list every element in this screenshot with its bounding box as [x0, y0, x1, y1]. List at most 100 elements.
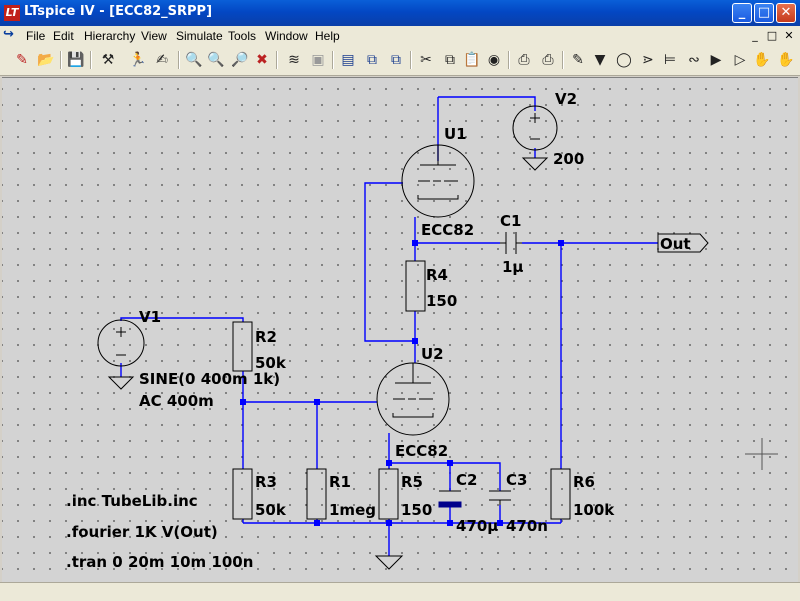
c3-name-label: C3 — [506, 471, 527, 489]
ground-icon[interactable]: ▼ — [594, 52, 606, 68]
wire-icon[interactable]: ✎ — [572, 52, 584, 68]
c2-value-label: 470μ — [456, 517, 498, 535]
toolbar-separator — [332, 51, 334, 69]
copy-icon[interactable]: ⧉ — [445, 52, 455, 68]
drag-icon[interactable]: ✋ — [777, 52, 795, 68]
schematic-canvas[interactable]: V2 200 U1 ECC82 C1 1μ Out R4 150 U2 ECC8… — [2, 77, 798, 582]
u2-value-label: ECC82 — [395, 442, 448, 460]
mdi-minimize-button[interactable]: _ — [752, 29, 758, 42]
r3-resistor-icon[interactable] — [232, 468, 253, 520]
ground-symbol-icon — [374, 555, 404, 570]
junctions — [240, 240, 564, 526]
out-net-label: Out — [660, 235, 691, 253]
c1-name-label: C1 — [500, 212, 521, 230]
toolbar-separator — [90, 51, 92, 69]
r6-value-label: 100k — [573, 501, 615, 519]
inductor-icon[interactable]: ∾ — [688, 52, 700, 68]
netlist-icon[interactable]: ▣ — [311, 52, 325, 68]
new-schematic-icon[interactable]: ✎ — [16, 52, 28, 68]
run-icon[interactable]: 🏃 — [129, 52, 147, 68]
schematic-drawing[interactable]: V2 200 U1 ECC82 C1 1μ Out R4 150 U2 ECC8… — [2, 78, 798, 582]
directive-fourier[interactable]: .fourier 1K V(Out) — [66, 523, 218, 541]
title-bar: LT LTspice IV - [ECC82_SRPP] _ □ ✕ — [0, 0, 800, 26]
cascade-icon[interactable]: ⧉ — [367, 52, 377, 68]
r4-name-label: R4 — [426, 266, 448, 284]
label-icon[interactable]: ◯ — [616, 52, 632, 68]
move-hand-icon[interactable]: ✋ — [753, 52, 771, 68]
menu-view[interactable]: View — [141, 29, 167, 43]
v1-source-icon[interactable] — [97, 319, 145, 390]
menu-window[interactable]: Window — [265, 29, 308, 43]
cut-icon[interactable]: ✂ — [420, 52, 432, 68]
mdi-restore-button[interactable]: □ — [766, 29, 778, 42]
out-net-label-flag[interactable] — [657, 233, 709, 253]
r3-value-label: 50k — [255, 501, 287, 519]
zoom-fit-icon[interactable]: ✖ — [256, 52, 268, 68]
menu-hierarchy[interactable]: Hierarchy — [84, 29, 136, 43]
directive-include[interactable]: .inc TubeLib.inc — [66, 492, 198, 510]
menu-tools[interactable]: Tools — [228, 29, 257, 43]
u2-triode-icon[interactable] — [376, 362, 450, 436]
menu-simulate[interactable]: Simulate — [176, 29, 223, 43]
status-bar — [0, 582, 800, 601]
menu-edit[interactable]: Edit — [53, 29, 74, 43]
toolbar-separator — [562, 51, 564, 69]
r1-resistor-icon[interactable] — [306, 468, 327, 520]
crosshair-cursor-icon — [745, 438, 778, 470]
toolbar-separator — [276, 51, 278, 69]
r3-name-label: R3 — [255, 473, 277, 491]
waveform-icon[interactable]: ≋ — [288, 52, 300, 68]
r2-resistor-icon[interactable] — [232, 321, 253, 372]
save-icon[interactable]: 💾 — [67, 52, 85, 68]
v2-name-label: V2 — [555, 90, 577, 108]
menu-help[interactable]: Help — [315, 29, 340, 43]
maximize-button[interactable]: □ — [754, 3, 774, 23]
v1-name-label: V1 — [139, 308, 161, 326]
v2-value-label: 200 — [553, 150, 584, 168]
ltspice-app-icon[interactable]: LT — [4, 5, 20, 21]
pan-icon[interactable]: 🔍 — [207, 52, 225, 68]
r5-resistor-icon[interactable] — [378, 468, 399, 520]
tile-vertical-icon[interactable]: ⧉ — [391, 52, 401, 68]
c3-capacitor-icon[interactable] — [489, 490, 511, 505]
u1-value-label: ECC82 — [421, 221, 474, 239]
open-folder-icon[interactable]: 📂 — [37, 52, 55, 68]
zoom-out-icon[interactable]: 🔎 — [231, 52, 249, 68]
print-preview-icon[interactable]: ⎙ — [518, 52, 530, 68]
document-icon[interactable]: ↪ — [3, 27, 14, 42]
control-panel-icon[interactable]: ⚒ — [101, 52, 115, 68]
r5-name-label: R5 — [401, 473, 423, 491]
c2-name-label: C2 — [456, 471, 477, 489]
menu-file[interactable]: File — [26, 29, 46, 43]
toolbar-separator — [60, 51, 62, 69]
u1-triode-icon[interactable] — [401, 144, 475, 218]
capacitor-icon[interactable]: ⊨ — [663, 52, 677, 68]
resistor-icon[interactable]: ⋗ — [642, 52, 654, 68]
labels: V2 200 U1 ECC82 C1 1μ Out R4 150 U2 ECC8… — [66, 90, 691, 571]
mdi-close-button[interactable]: ✕ — [784, 29, 794, 42]
r4-value-label: 150 — [426, 292, 457, 310]
paste-icon[interactable]: 📋 — [463, 52, 481, 68]
diode-icon[interactable]: ▶ — [710, 52, 722, 68]
r4-resistor-icon[interactable] — [405, 260, 426, 312]
c1-value-label: 1μ — [502, 258, 523, 276]
v1-value-label: SINE(0 400m 1k) — [139, 370, 280, 388]
tile-horizontal-icon[interactable]: ▤ — [341, 52, 355, 68]
close-button[interactable]: ✕ — [776, 3, 796, 23]
toolbar-separator — [410, 51, 412, 69]
component-icon[interactable]: ▷ — [734, 52, 746, 68]
find-icon[interactable]: ◉ — [487, 52, 501, 68]
r6-resistor-icon[interactable] — [550, 468, 571, 520]
v2-source-icon[interactable] — [512, 105, 558, 171]
print-icon[interactable]: ⎙ — [542, 52, 554, 68]
c2-capacitor-icon[interactable] — [438, 490, 462, 508]
r2-name-label: R2 — [255, 328, 277, 346]
directive-tran[interactable]: .tran 0 20m 10m 100n — [66, 553, 253, 571]
menu-bar: ↪ File Edit Hierarchy View Simulate Tool… — [0, 26, 800, 46]
halt-icon[interactable]: ✍ — [156, 52, 168, 68]
toolbar: ✎ 📂 💾 ⚒ 🏃 ✍ 🔍 🔍 🔎 ✖ ≋ ▣ ▤ ⧉ ⧉ ✂ ⧉ 📋 ◉ ⎙ … — [0, 46, 800, 76]
minimize-button[interactable]: _ — [732, 3, 752, 23]
zoom-in-icon[interactable]: 🔍 — [185, 52, 203, 68]
u1-name-label: U1 — [444, 125, 467, 143]
c1-capacitor-icon[interactable] — [500, 232, 522, 254]
